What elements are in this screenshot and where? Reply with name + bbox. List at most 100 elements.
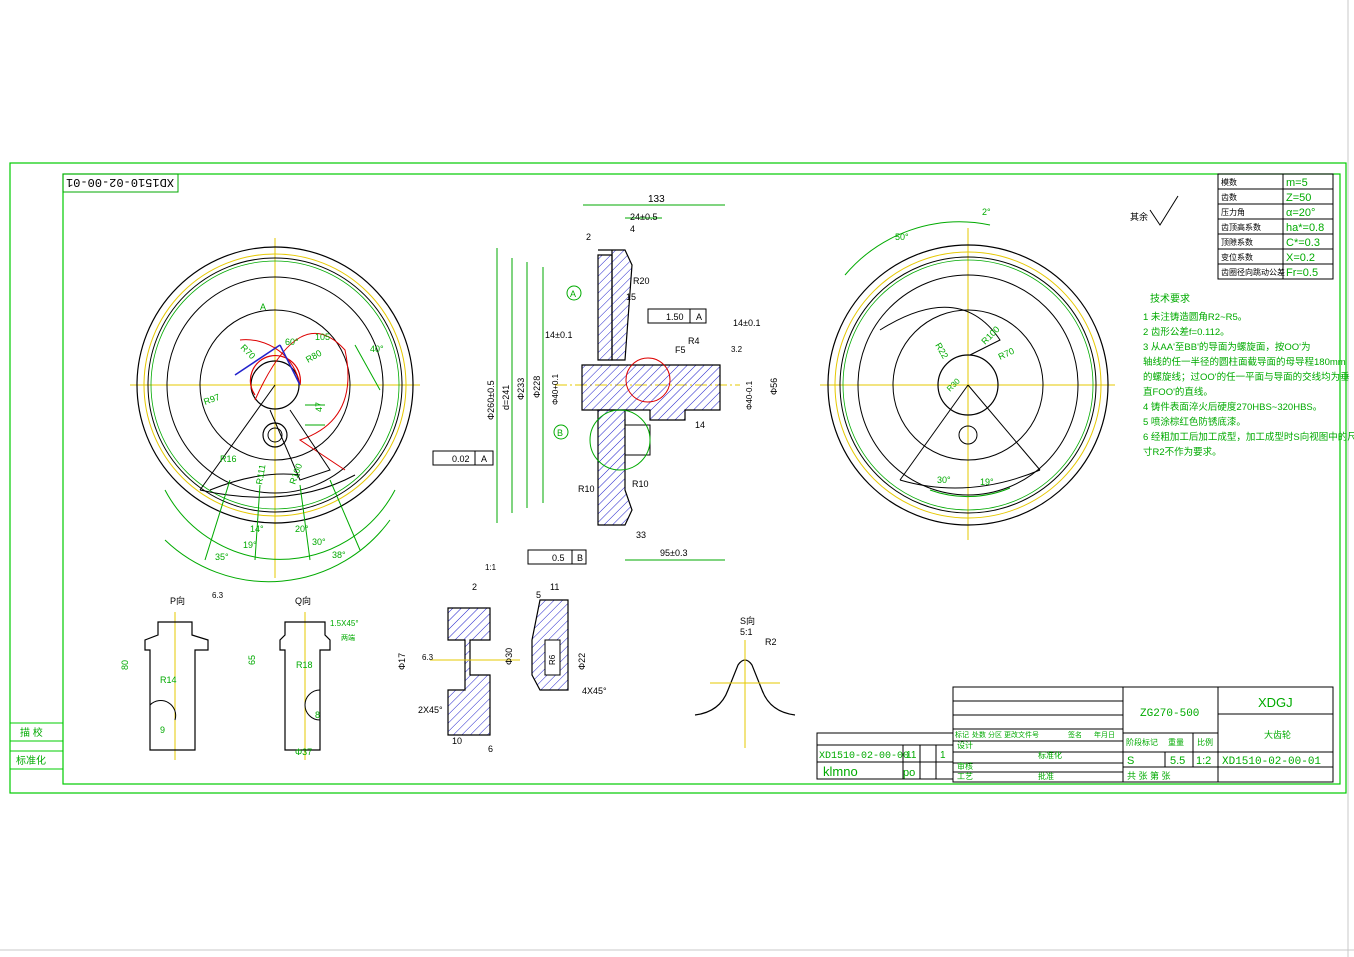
rev-header: 处数 — [972, 730, 986, 739]
dim-56: Φ56 — [769, 378, 779, 395]
po-text: po — [903, 767, 915, 779]
q-view-label: Q向 — [295, 595, 311, 606]
dim-241: d=241 — [501, 385, 511, 410]
dl-rough: 6.3 — [422, 653, 434, 662]
scale-11: 1:1 — [485, 563, 497, 572]
tech-req-line: 轴线的任一半径的圆柱面截导面的母导程180mm — [1143, 356, 1346, 368]
dim-r10a: R10 — [578, 484, 595, 494]
left-gear-view: A R70 60° 105 R80 40° R97 47 R16 R111 R1… — [130, 238, 420, 583]
rev-header: 更改文件号 — [1004, 730, 1039, 739]
lg-a14: 14° — [250, 524, 264, 534]
other-roughness: 其余 — [1130, 211, 1148, 222]
rg-a2: 2° — [982, 207, 991, 217]
gear-param-label: 齿数 — [1221, 192, 1237, 202]
tb-scale-h: 比例 — [1197, 737, 1213, 747]
lg-r16: R16 — [220, 454, 237, 464]
tech-req-line: 直FOO'的直线。 — [1143, 386, 1213, 398]
tb-std: 标准化 — [1038, 750, 1062, 760]
lg-a38: 38° — [332, 550, 346, 560]
dr-r6: R6 — [548, 654, 557, 665]
detail-section-left: 1:1 2 Φ17 Φ30 6.3 2X45° 10 6 — [397, 563, 520, 754]
lg-mark-a: A — [260, 302, 266, 312]
dl-d6: 6 — [488, 744, 493, 754]
weight: 5.5 — [1170, 755, 1185, 767]
dim-14b: 14±0.1 — [733, 318, 760, 328]
qty: 11 — [906, 750, 917, 761]
rg-r30: R30 — [945, 376, 962, 393]
tech-title: 技术要求 — [1150, 292, 1190, 305]
gear-param-label: 模数 — [1221, 177, 1237, 187]
gear-param-label: 齿圈径向跳动公差 — [1221, 267, 1285, 277]
q-view: Q向 65 1.5X45° 两端 R18 8 Φ37 — [247, 595, 359, 760]
q-d8: 8 — [315, 710, 320, 720]
dl-d10: 10 — [452, 736, 462, 746]
qty2: 1 — [940, 750, 946, 761]
p-d9: 9 — [160, 725, 165, 735]
lg-r80: R80 — [304, 348, 323, 365]
lg-r70: R70 — [239, 342, 258, 361]
dim-40: Φ40+0.1 — [551, 373, 560, 405]
dr-d22: Φ22 — [577, 653, 587, 670]
signature: klmno — [823, 764, 858, 779]
gear-param-label: 变位系数 — [1221, 252, 1253, 262]
dim-4: 4 — [630, 224, 635, 234]
dim-95: 95±0.3 — [660, 548, 687, 558]
gear-param-value: Z=50 — [1286, 192, 1311, 204]
rev-header: 标记 — [955, 730, 969, 739]
rg-r100: R100 — [979, 324, 1001, 346]
gear-param-label: 顶隙系数 — [1221, 237, 1253, 247]
tol-b: B — [577, 553, 583, 563]
tech-req-line: 6 经粗加工后加工成型，加工成型时S向视图中的尺 — [1143, 431, 1354, 443]
q-r18: R18 — [296, 660, 313, 670]
rg-a30: 30° — [937, 475, 951, 485]
tol-002: 0.02 — [452, 454, 470, 464]
tol-a2: A — [481, 454, 487, 464]
dim-r4: R4 — [688, 336, 700, 346]
tb-approve: 批准 — [1038, 771, 1054, 781]
tol-a: A — [696, 312, 702, 322]
scale: 1:2 — [1196, 755, 1211, 767]
lg-r97: R97 — [202, 392, 221, 407]
p-view: P向 80 R14 9 6.3 — [120, 591, 224, 760]
tol-05: 0.5 — [552, 553, 565, 563]
tech-req-line: 5 喷涂棕红色防锈底漆。 — [1143, 416, 1246, 428]
right-gear-view: 50° 2° R22 R100 R70 R30 30° 19° — [820, 207, 1115, 540]
lg-r100: R100 — [287, 462, 304, 486]
dim-15: 15 — [626, 292, 636, 302]
gear-param-value: X=0.2 — [1286, 252, 1315, 264]
drawing-no: XD1510-02-00-01 — [1222, 756, 1321, 768]
gear-param-value: ha*=0.8 — [1286, 222, 1324, 234]
outer-border — [9, 162, 1347, 794]
rev-header: 分区 — [988, 730, 1002, 739]
dim-2: 2 — [586, 232, 591, 242]
rough-32: 3.2 — [731, 345, 743, 354]
tol-150: 1.50 — [666, 312, 684, 322]
s-view-scale: 5:1 — [740, 627, 753, 637]
lg-a19: 19° — [243, 540, 257, 550]
lg-a30: 30° — [312, 537, 326, 547]
tb-weight-h: 重量 — [1168, 737, 1184, 747]
lg-a35: 35° — [215, 552, 229, 562]
tech-requirements: 技术要求 1 未注铸造圆角R2~R5。2 齿形公差f=0.112。3 从AA'至… — [1143, 292, 1354, 458]
part-name: 大齿轮 — [1264, 729, 1291, 740]
dr-d11: 11 — [550, 582, 559, 592]
q-c15: 1.5X45° — [330, 619, 359, 628]
gear-param-label: 压力角 — [1221, 207, 1245, 217]
lg-a60: 60° — [285, 337, 299, 347]
tb-check: 审核 — [957, 761, 973, 771]
tech-req-line: 3 从AA'至BB'的导面为螺旋面，按OO'为 — [1143, 341, 1311, 353]
dl-c2: 2X45° — [418, 705, 443, 715]
dl-d2: 2 — [472, 582, 477, 592]
inner-border — [62, 173, 1341, 785]
lg-a40: 40° — [370, 344, 384, 354]
gear-param-value: Fr=0.5 — [1286, 267, 1318, 279]
tech-req-line: 寸R2不作为要求。 — [1143, 446, 1222, 458]
gear-param-value: α=20° — [1286, 207, 1315, 219]
dim-14a: 14±0.1 — [545, 330, 572, 340]
dim-260: Φ260±0.5 — [486, 380, 496, 420]
assembly-no: XD1510-02-00-00 — [819, 751, 909, 762]
dim-f5: F5 — [675, 345, 686, 355]
dim-24: 24±0.5 — [630, 212, 657, 222]
rev-header: 签名 — [1068, 730, 1082, 739]
